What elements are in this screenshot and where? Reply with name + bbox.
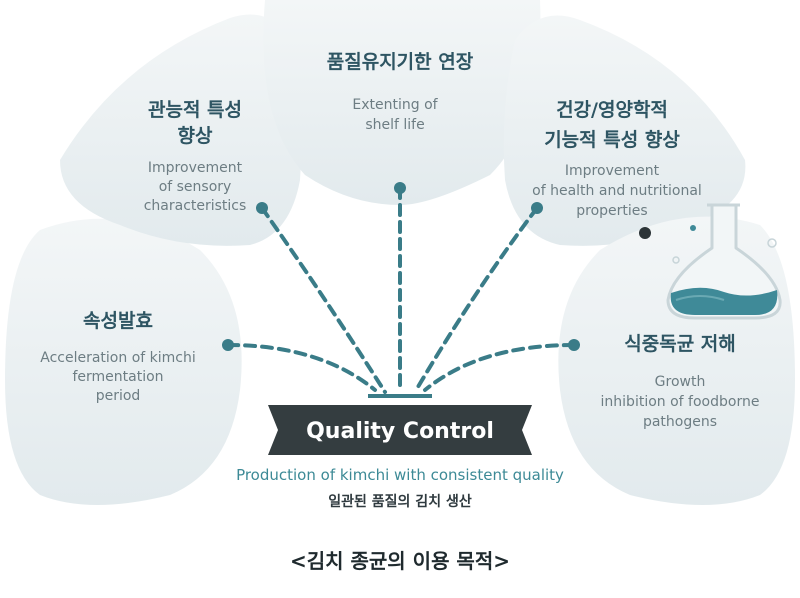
petal-upper-right <box>503 15 746 246</box>
connector-dot-upper-right <box>531 202 543 214</box>
connector-right <box>423 343 576 392</box>
petal-right-desc-1: Growth <box>655 374 706 390</box>
connector-dot-left <box>222 339 234 351</box>
petal-upper-right-title-2: 기능적 특성 향상 <box>544 129 680 151</box>
petal-left-desc-2: fermentation <box>72 369 163 385</box>
petal-upper-right-labels: 건강/영양학적 기능적 특성 향상 Improvement of health … <box>532 99 702 219</box>
petal-top-title: 품질유지기한 연장 <box>327 51 474 73</box>
quality-control-badge: Quality Control <box>268 405 532 455</box>
petal-left-labels: 속성발효 Acceleration of kimchi fermentation… <box>40 310 195 404</box>
subtitle-ko: 일관된 품질의 김치 생산 <box>328 493 472 510</box>
petal-left-title: 속성발효 <box>83 310 153 332</box>
petal-right-labels: 식중독균 저해 Growth inhibition of foodborne p… <box>601 333 760 430</box>
petal-top-desc-1: Extenting of <box>352 97 438 113</box>
petal-upper-left-labels: 관능적 특성 향상 Improvement of sensory charact… <box>144 99 247 214</box>
connector-dot-upper-left <box>256 202 268 214</box>
petal-upper-left-title-2: 향상 <box>178 125 213 147</box>
connector-upper-right <box>413 206 539 394</box>
petal-upper-right-desc-2: of health and nutritional <box>532 183 702 199</box>
badge-label: Quality Control <box>306 419 494 444</box>
connector-left <box>226 343 377 392</box>
petal-right-desc-3: pathogens <box>643 414 717 430</box>
petal-upper-left-desc-2: of sensory <box>159 179 232 195</box>
diagram-caption: <김치 종균의 이용 목적> <box>290 549 510 573</box>
petal-top-desc-2: shelf life <box>365 117 424 133</box>
petal-upper-left-desc-1: Improvement <box>148 160 243 176</box>
petal-upper-right-desc-3: properties <box>576 203 647 219</box>
connector-dot-right <box>568 339 580 351</box>
connector-dot-top <box>394 182 406 194</box>
subtitle-en: Production of kimchi with consistent qua… <box>236 466 564 484</box>
connector-upper-left <box>260 206 387 394</box>
petal-right-desc-2: inhibition of foodborne <box>601 394 760 410</box>
petal-upper-right-desc-1: Improvement <box>565 163 660 179</box>
connectors <box>222 182 580 398</box>
petals <box>5 0 795 505</box>
petal-top <box>263 0 541 205</box>
flask-icon <box>639 203 782 320</box>
petal-right-title: 식중독균 저해 <box>624 333 736 355</box>
petal-upper-left-title-1: 관능적 특성 <box>148 99 242 121</box>
petal-top-labels: 품질유지기한 연장 Extenting of shelf life <box>327 51 474 133</box>
petal-left-desc-3: period <box>96 388 141 404</box>
petal-upper-left <box>60 14 302 246</box>
petal-upper-left-desc-3: characteristics <box>144 198 247 214</box>
petal-right <box>558 216 795 505</box>
petal-upper-right-title-1: 건강/영양학적 <box>556 99 668 121</box>
petal-left <box>5 218 242 505</box>
petal-left-desc-1: Acceleration of kimchi <box>40 350 195 366</box>
